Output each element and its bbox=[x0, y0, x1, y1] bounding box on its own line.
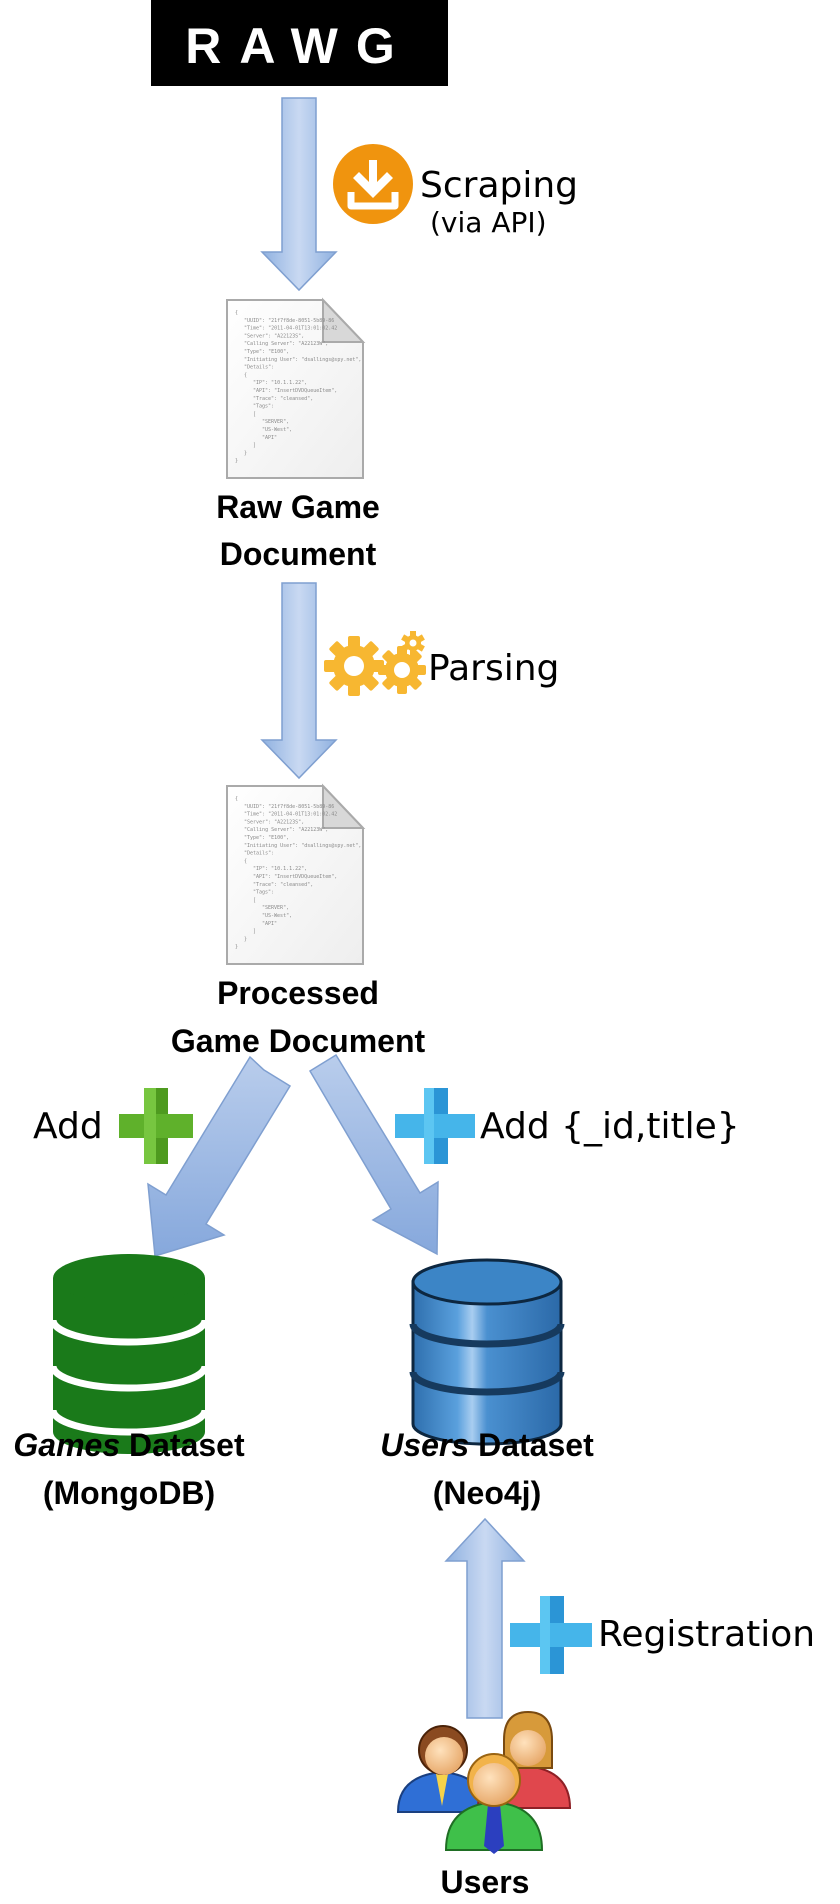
users-dataset-db: (Neo4j) bbox=[433, 1475, 541, 1511]
document-text-line: "Initiating User": "dsallings@spy.net", bbox=[244, 843, 361, 849]
database-green-icon bbox=[49, 1254, 209, 1454]
document-text-line: "API" bbox=[262, 921, 277, 927]
download-icon bbox=[333, 144, 413, 224]
document-text-line: "UUID": "21f7f8de-8051-5b89-86 bbox=[244, 318, 334, 324]
processed-doc-label-line1: Processed bbox=[217, 975, 379, 1011]
processed-document-icon: { "UUID": "21f7f8de-8051-5b89-86 "Time": "… bbox=[226, 783, 366, 965]
document-text-line: "Trace": "cleansed", bbox=[253, 882, 313, 888]
arrow-scraping bbox=[260, 97, 338, 292]
document-text-line: } bbox=[235, 944, 238, 950]
document-text-line: "Server": "A22123S", bbox=[244, 819, 304, 825]
document-text-line: "Calling Server": "A22123W", bbox=[244, 341, 328, 347]
parsing-label: Parsing bbox=[428, 648, 559, 689]
green-plus-icon bbox=[119, 1088, 193, 1164]
arrow-to-mongodb bbox=[147, 1055, 292, 1257]
games-dataset-db: (MongoDB) bbox=[43, 1475, 215, 1511]
document-text-line: "API" bbox=[262, 435, 277, 441]
document-text-line: { bbox=[235, 310, 238, 316]
document-text-line: ] bbox=[253, 443, 256, 449]
blue-plus-icon bbox=[395, 1088, 475, 1164]
users-dataset-label: Users Dataset (Neo4j) bbox=[380, 1427, 594, 1511]
document-text-line: "Time": "2011-04-01T13:01:02.42 bbox=[244, 326, 337, 332]
scraping-label: Scraping bbox=[420, 165, 578, 206]
rawg-logo-text: RAWG bbox=[185, 18, 413, 74]
document-text-line: "US-West", bbox=[262, 913, 292, 919]
document-text-line: "SERVER", bbox=[262, 419, 289, 425]
document-text-line: "Server": "A22123S", bbox=[244, 333, 304, 339]
users-label: Users bbox=[441, 1864, 530, 1900]
games-dataset-label: Games Dataset (MongoDB) bbox=[13, 1427, 245, 1511]
document-text-line: ] bbox=[253, 929, 256, 935]
arrow-parsing bbox=[260, 582, 338, 780]
add-users-label: Add {_id,title} bbox=[480, 1106, 740, 1147]
document-text-line: } bbox=[244, 936, 247, 942]
document-text-line: "Tags": bbox=[253, 890, 274, 896]
add-games-label: Add bbox=[33, 1106, 103, 1147]
document-text-line: "UUID": "21f7f8de-8051-5b89-86 bbox=[244, 804, 334, 810]
document-text-line: "Trace": "cleansed", bbox=[253, 396, 313, 402]
document-text-line: "API": "InsertDVDQueueItem", bbox=[253, 874, 337, 880]
document-text-line: "IP": "10.1.1.22", bbox=[253, 866, 307, 872]
document-text-line: { bbox=[244, 372, 247, 378]
document-text-line: "IP": "10.1.1.22", bbox=[253, 380, 307, 386]
users-dataset-italic: Users bbox=[380, 1427, 469, 1463]
document-text-line: "Initiating User": "dsallings@spy.net", bbox=[244, 357, 361, 363]
scraping-sublabel: (via API) bbox=[430, 206, 547, 239]
games-dataset-italic: Games bbox=[13, 1427, 120, 1463]
document-text-line: [ bbox=[253, 897, 256, 903]
document-text-line: "Time": "2011-04-01T13:01:02.42 bbox=[244, 812, 337, 818]
document-text-line: } bbox=[244, 450, 247, 456]
arrow-registration bbox=[444, 1517, 526, 1719]
document-text-line: "SERVER", bbox=[262, 905, 289, 911]
database-blue-icon bbox=[409, 1258, 565, 1446]
document-text-line: "Tags": bbox=[253, 404, 274, 410]
rawg-logo: RAWG bbox=[151, 0, 448, 86]
gears-icon bbox=[324, 631, 426, 696]
games-dataset-rest: Dataset bbox=[120, 1427, 245, 1463]
users-group-icon bbox=[396, 1710, 572, 1854]
blue-plus-icon bbox=[510, 1596, 592, 1674]
document-text-line: { bbox=[235, 796, 238, 802]
registration-label: Registration bbox=[598, 1614, 815, 1655]
document-text-line: "US-West", bbox=[262, 427, 292, 433]
document-text-line: } bbox=[235, 458, 238, 464]
arrow-to-neo4j bbox=[308, 1053, 439, 1256]
document-text-line: "Type": "E100", bbox=[244, 835, 289, 841]
document-text-line: "Calling Server": "A22123W", bbox=[244, 827, 328, 833]
raw-doc-label-line2: Document bbox=[220, 536, 377, 572]
document-text-line: "API": "InsertDVDQueueItem", bbox=[253, 388, 337, 394]
raw-doc-label-line1: Raw Game bbox=[216, 489, 380, 525]
document-text-line: "Details": bbox=[244, 851, 274, 857]
raw-document-icon: { "UUID": "21f7f8de-8051-5b89-86 "Time": "… bbox=[226, 297, 366, 479]
document-text-line: [ bbox=[253, 411, 256, 417]
users-dataset-rest: Dataset bbox=[469, 1427, 594, 1463]
svg-text:Games Dataset: Games Dataset bbox=[13, 1427, 245, 1463]
processed-doc-label-line2: Game Document bbox=[171, 1023, 426, 1059]
document-text-line: "Details": bbox=[244, 365, 274, 371]
document-text-line: "Type": "E100", bbox=[244, 349, 289, 355]
svg-text:Users Dataset: Users Dataset bbox=[380, 1427, 594, 1463]
document-text-line: { bbox=[244, 858, 247, 864]
